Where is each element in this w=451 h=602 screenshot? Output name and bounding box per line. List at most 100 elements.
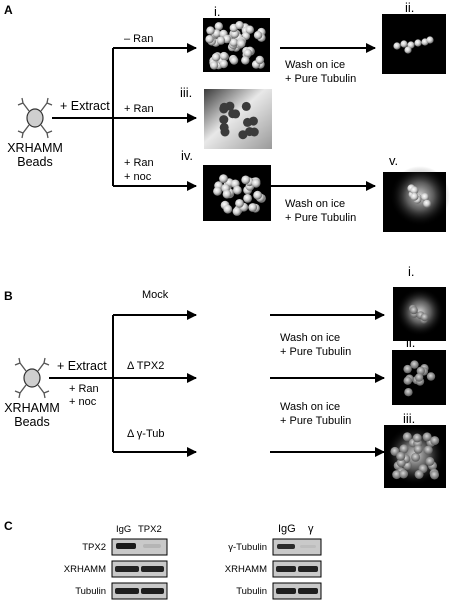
bead bbox=[241, 101, 251, 111]
image-label-b-iii: iii. bbox=[403, 411, 415, 426]
bead bbox=[248, 116, 258, 126]
bead bbox=[404, 46, 412, 54]
bead bbox=[232, 207, 242, 216]
bead bbox=[404, 388, 413, 397]
bead bbox=[209, 61, 219, 70]
lane-label-left-igg: IgG bbox=[116, 524, 131, 535]
wash-b2-line1: Wash on ice bbox=[280, 401, 340, 413]
bead bbox=[251, 178, 261, 188]
bead bbox=[422, 432, 432, 442]
branch-ran-noc-1: + Ran bbox=[124, 157, 154, 169]
row-label-left-tpx2: TPX2 bbox=[82, 542, 106, 553]
bead bbox=[241, 56, 250, 65]
bead bbox=[410, 186, 419, 195]
bead bbox=[219, 59, 228, 69]
bead bbox=[423, 445, 433, 455]
lane-label-right-igg: IgG bbox=[278, 523, 296, 535]
row-label-left-xrhamm: XRHAMM bbox=[64, 564, 106, 575]
bead bbox=[426, 372, 436, 381]
blot-right-row-gtubulin bbox=[272, 538, 322, 556]
bead bbox=[393, 42, 401, 50]
blot-left-row-tubulin bbox=[111, 582, 168, 600]
bead bbox=[219, 102, 229, 112]
wash-a2-line2: + Pure Tubulin bbox=[285, 212, 356, 224]
bead bbox=[414, 39, 422, 47]
extract-label-b: + Extract bbox=[57, 359, 107, 373]
bead bbox=[430, 436, 440, 446]
bead bbox=[253, 31, 263, 40]
bead bbox=[223, 204, 233, 214]
bead bbox=[413, 444, 423, 454]
branch-minus-ran: – Ran bbox=[124, 33, 153, 45]
bead bbox=[243, 194, 253, 203]
bead bbox=[400, 40, 408, 48]
bead bbox=[238, 130, 248, 140]
bead bbox=[211, 53, 221, 62]
image-label-a-iii: iii. bbox=[180, 85, 192, 100]
bead bbox=[414, 469, 424, 479]
band bbox=[143, 544, 161, 548]
branch-gtub: Δ γ-Tub bbox=[127, 428, 165, 440]
bead bbox=[430, 470, 439, 480]
bead bbox=[235, 199, 244, 208]
bead bbox=[255, 55, 264, 65]
bead bbox=[420, 313, 429, 322]
bead bbox=[396, 451, 406, 461]
bead-label-b-1: XRHAMM bbox=[4, 401, 60, 415]
bead-cluster-b-i bbox=[396, 288, 444, 336]
bead-cluster-a-ii bbox=[393, 36, 434, 54]
band bbox=[141, 588, 164, 594]
bead bbox=[402, 432, 412, 442]
image-label-b-i: i. bbox=[408, 264, 415, 279]
image-label-a-ii: ii. bbox=[405, 0, 414, 15]
image-label-b-ii: ii. bbox=[406, 335, 415, 350]
bead bbox=[235, 21, 244, 30]
bead bbox=[253, 190, 262, 200]
band bbox=[298, 566, 318, 572]
bead bbox=[205, 35, 214, 44]
ran-noc-b-1: + Ran bbox=[69, 383, 99, 395]
band bbox=[116, 543, 136, 549]
blot-left-row-xrhamm bbox=[111, 560, 168, 578]
bead bbox=[219, 122, 229, 132]
band bbox=[115, 566, 139, 572]
bead-icon-a bbox=[17, 97, 53, 139]
ran-noc-b-2: + noc bbox=[69, 396, 97, 408]
blot-right-row-tubulin bbox=[272, 582, 322, 600]
band bbox=[277, 544, 295, 549]
bead-cluster-a-v bbox=[390, 166, 450, 226]
image-label-a-i: i. bbox=[214, 4, 221, 19]
bead bbox=[214, 22, 223, 31]
bead bbox=[426, 36, 434, 44]
bead bbox=[243, 49, 252, 58]
bead-label-a-1: XRHAMM bbox=[7, 141, 63, 155]
wash-a2-line1: Wash on ice bbox=[285, 198, 345, 210]
bead bbox=[409, 306, 418, 315]
bead bbox=[416, 366, 425, 376]
bead bbox=[392, 470, 402, 480]
bead-cluster-a-iii bbox=[219, 101, 259, 140]
bead bbox=[399, 469, 409, 479]
bead-cluster-b-ii bbox=[403, 360, 436, 397]
wash-b1-line2: + Pure Tubulin bbox=[280, 346, 351, 358]
bead bbox=[219, 174, 228, 184]
bead bbox=[248, 203, 258, 212]
bead-label-b-2: Beads bbox=[14, 415, 49, 429]
bead bbox=[403, 376, 412, 385]
bead bbox=[399, 444, 409, 454]
lane-label-left-tpx2: TPX2 bbox=[138, 524, 162, 535]
image-label-a-iv: iv. bbox=[181, 148, 193, 163]
bead-cluster-a-i bbox=[205, 21, 266, 70]
bead bbox=[412, 433, 422, 443]
row-label-right-xrhamm: XRHAMM bbox=[225, 564, 267, 575]
bead bbox=[229, 38, 238, 47]
panel-c-label: C bbox=[4, 519, 13, 533]
bead bbox=[219, 115, 229, 125]
wash-a1-line1: Wash on ice bbox=[285, 59, 345, 71]
wash-b1-line1: Wash on ice bbox=[280, 332, 340, 344]
branch-plus-ran: + Ran bbox=[124, 103, 154, 115]
bead bbox=[229, 56, 239, 65]
row-label-left-tubulin: Tubulin bbox=[75, 586, 106, 597]
branch-mock: Mock bbox=[142, 289, 169, 301]
